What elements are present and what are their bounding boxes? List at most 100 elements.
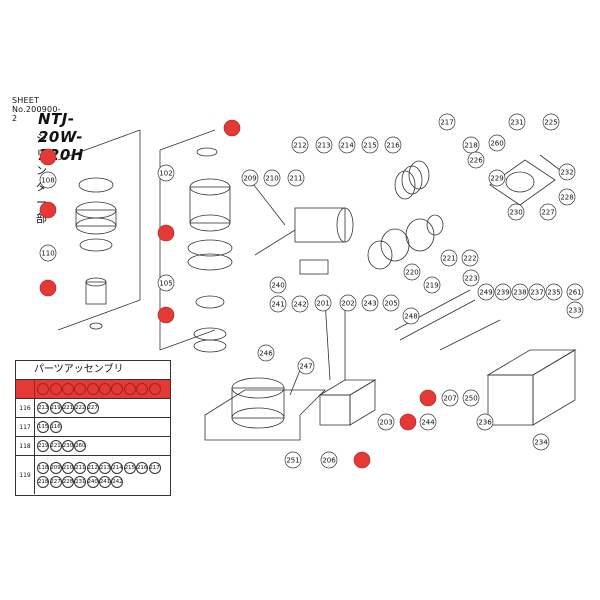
callout-label: 233 [568, 307, 581, 315]
part-number-chip: 215 [123, 462, 136, 474]
callout-label: 217 [440, 119, 453, 127]
callout-label: 223 [464, 275, 477, 283]
part-number-chip: 240 [86, 476, 99, 488]
callout-circle [339, 294, 357, 312]
callout-circle [461, 249, 479, 267]
callout-label: 236 [478, 419, 492, 427]
part-number-chip: 241 [99, 476, 112, 488]
callout-circle [438, 113, 456, 131]
callout-circle [494, 283, 512, 301]
callout-label: 216 [386, 142, 400, 150]
marker-104 [157, 224, 175, 242]
part-number-chip: 212 [86, 462, 99, 474]
callout-circle [241, 169, 259, 187]
callout-circle [338, 136, 356, 154]
callout-label: 228 [560, 194, 573, 202]
callout-circle [157, 274, 175, 292]
callout-label: 213 [317, 142, 330, 150]
callout-circle [39, 244, 57, 262]
callout-circle [263, 169, 281, 187]
callout-label: 237 [530, 289, 543, 297]
part-number-chip: 210 [61, 462, 74, 474]
part-number-chip: 227 [49, 476, 62, 488]
part-number-chip: 118 [37, 462, 50, 474]
callout-circle [157, 164, 175, 182]
callout-circle [291, 136, 309, 154]
callout-circle [377, 413, 395, 431]
part-number-chip [148, 383, 161, 395]
callout-label: 244 [421, 419, 435, 427]
callout-label: 218 [464, 142, 477, 150]
callout-circle [545, 283, 563, 301]
callout-label: 239 [496, 289, 509, 297]
marker-111 [39, 279, 57, 297]
callout-circle [314, 294, 332, 312]
callout-circle [419, 413, 437, 431]
part-number-chip: 260 [74, 440, 87, 452]
marker-208 [353, 451, 371, 469]
callout-circle [361, 294, 379, 312]
part-number-chip: 222 [74, 402, 87, 414]
part-number-chip: 231 [74, 476, 87, 488]
callout-circle [382, 294, 400, 312]
callout-circle [284, 451, 302, 469]
callout-label: 247 [299, 363, 312, 371]
callout-label: 248 [404, 313, 417, 321]
parts-row-main: 116 [16, 399, 35, 417]
callout-circle [566, 283, 584, 301]
callout-circle [539, 203, 557, 221]
callout-label: 243 [363, 300, 376, 308]
callout-label: 240 [271, 282, 284, 290]
part-number-chip: 227 [86, 402, 99, 414]
marker-101 [39, 148, 57, 166]
callout-circle [315, 136, 333, 154]
part-number-chip: 242 [111, 476, 124, 488]
callout-circle [403, 263, 421, 281]
part-number-chip: 217 [148, 462, 161, 474]
callout-label: 201 [316, 300, 329, 308]
callout-label: 205 [384, 300, 397, 308]
marker-245 [419, 389, 437, 407]
parts-row [16, 380, 170, 399]
callout-circle [488, 134, 506, 152]
part-number-chip: 116 [49, 421, 62, 433]
part-number-chip: 209 [49, 462, 62, 474]
part-number-chip: 213 [99, 462, 112, 474]
parts-row-main: 118 [16, 437, 35, 455]
callout-circle [441, 389, 459, 407]
callout-label: 222 [463, 255, 476, 263]
part-number-chip [136, 383, 149, 395]
callout-circle [462, 389, 480, 407]
callout-label: 206 [322, 457, 336, 465]
sheet-number: SHEET No.200900-2 [12, 96, 61, 123]
callout-label: 231 [510, 119, 523, 127]
parts-table-header: パーツアッセンブリ [16, 361, 170, 380]
part-number-chip: 221 [61, 402, 74, 414]
callout-label: 210 [265, 175, 278, 183]
callout-circle [320, 451, 338, 469]
part-number-chip: 211 [74, 462, 87, 474]
callout-label: 241 [271, 301, 284, 309]
marker-106 [157, 306, 175, 324]
part-number-chip [61, 383, 74, 395]
parts-row-main: 119 [16, 456, 35, 494]
callout-circle [287, 169, 305, 187]
callout-circle [528, 283, 546, 301]
part-number-chip [99, 383, 112, 395]
callout-label: 242 [293, 301, 306, 309]
callout-circle [257, 344, 275, 362]
part-number-chip: 219 [49, 402, 62, 414]
part-number-chip: 218 [37, 476, 50, 488]
part-number-chip [111, 383, 124, 395]
callout-label: 214 [340, 142, 354, 150]
part-number-chip: 216 [136, 462, 149, 474]
callout-label: 246 [259, 350, 273, 358]
callout-label: 215 [363, 142, 376, 150]
callout-label: 207 [443, 395, 456, 403]
callout-circle [291, 295, 309, 313]
callout-label: 238 [513, 289, 526, 297]
